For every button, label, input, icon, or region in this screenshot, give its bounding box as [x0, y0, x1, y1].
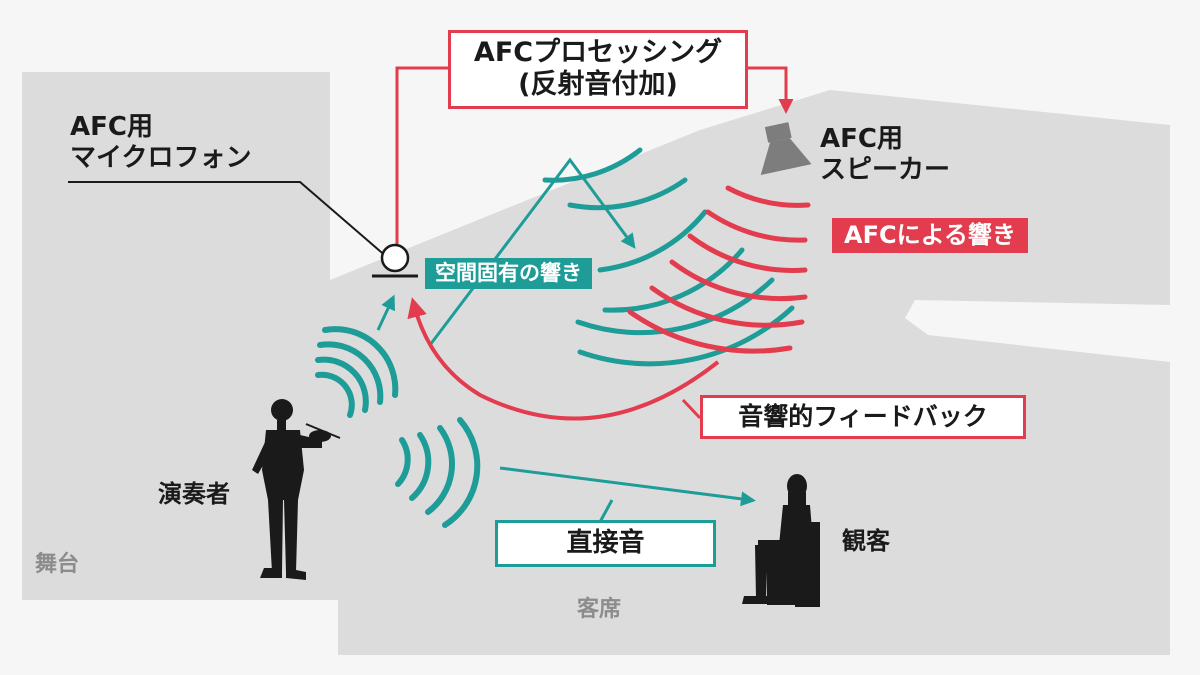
mic-label-line1: AFC用 — [70, 112, 153, 142]
direct-sound-box: 直接音 — [495, 520, 716, 568]
space-reverb-tag: 空間固有の響き — [425, 258, 592, 290]
microphone-icon — [372, 243, 418, 278]
performer-label: 演奏者 — [158, 480, 230, 508]
direct-sound-arcs-lower — [395, 417, 481, 528]
speaker-label-line1: AFC用 — [820, 124, 903, 154]
speaker-label: AFC用 スピーカー — [820, 124, 950, 186]
mic-label: AFC用 マイクロフォン — [70, 112, 251, 174]
seated-person-silhouette — [742, 474, 820, 607]
seating-area-label: 客席 — [577, 597, 622, 622]
direct-to-mic-arrow — [376, 294, 395, 331]
violinist-silhouette — [252, 399, 341, 580]
stage-area-label: 舞台 — [35, 552, 80, 577]
feedback-pointer — [681, 398, 702, 420]
afc-processing-box: AFCプロセッシング (反射音付加) — [448, 30, 748, 109]
afc-reverb-tag: AFCによる響き — [832, 218, 1028, 253]
afc-reverb-arcs — [627, 185, 811, 354]
processing-signal-line — [395, 66, 786, 246]
feedback-arrow — [407, 297, 720, 421]
direct-to-audience-arrow — [499, 466, 756, 507]
mic-label-line2: マイクロフォン — [70, 143, 252, 174]
processing-subtitle: (反射音付加) — [518, 69, 678, 101]
room-shape — [22, 72, 1170, 655]
direct-sound-arcs-upper — [315, 326, 399, 418]
speaker-icon — [760, 122, 812, 175]
direct-sound-pointer — [598, 499, 614, 523]
feedback-box: 音響的フィードバック — [700, 395, 1026, 439]
audience-label: 観客 — [842, 527, 890, 555]
speaker-label-line2: スピーカー — [820, 155, 951, 186]
mic-leader-line — [68, 181, 389, 259]
processing-title: AFCプロセッシング — [473, 37, 723, 68]
